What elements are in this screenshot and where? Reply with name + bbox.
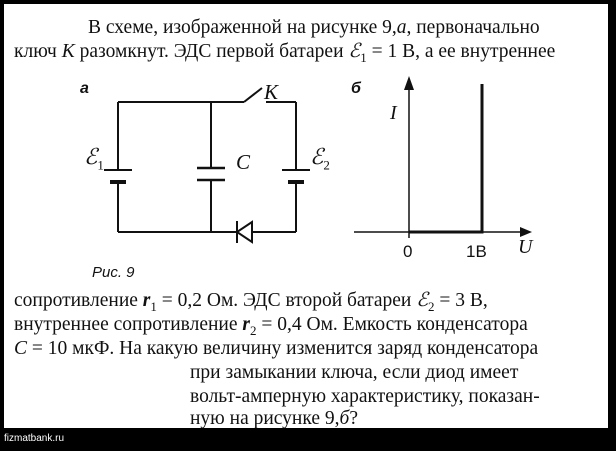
subscript: 1 (360, 49, 367, 65)
emf-symbol: ℰ (416, 290, 429, 311)
text-italic: а (396, 17, 407, 38)
text-segment: сопротивление (14, 290, 143, 311)
problem-text-line-3: сопротивление r1 = 0,2 Ом. ЭДС второй ба… (14, 290, 488, 318)
capacitor-label: C (236, 150, 251, 174)
tick-label-0: 0 (403, 242, 413, 261)
emf-symbol: ℰ (310, 144, 324, 169)
text-segment: = 0,2 Ом. ЭДС второй батареи (156, 290, 417, 311)
emf-symbol: ℰ (84, 144, 98, 169)
subscript: 2 (250, 322, 257, 338)
emf-2-label: ℰ2 (310, 144, 330, 173)
text-segment: ную на рисунке 9, (190, 408, 340, 428)
watermark: fizmatbank.ru (4, 433, 65, 444)
text-italic: C (14, 338, 28, 359)
problem-text-line-1: В схеме, изображенной на рисунке 9,а, пе… (88, 17, 540, 39)
text-segment: ? (349, 408, 358, 428)
text-italic: r (142, 290, 151, 311)
text-segment: = 1 В, а ее внутреннее (366, 41, 556, 62)
text-segment: разомкнут. ЭДС первой батареи (74, 41, 349, 62)
text-segment: В схеме, изображенной на рисунке 9, (88, 17, 397, 38)
axis-i-label: I (390, 102, 397, 124)
circuit-diagram (117, 87, 297, 233)
text-italic: б (339, 408, 350, 428)
textbook-page: В схеме, изображенной на рисунке 9,а, пе… (4, 4, 608, 428)
figure-b-label: б (351, 80, 361, 97)
iv-series-line (409, 84, 484, 234)
battery-2-symbol (282, 169, 310, 184)
u-axis-arrow (520, 227, 532, 237)
text-segment: = 0,4 Ом. Емкость конденсатора (256, 314, 528, 335)
text-italic: r (242, 314, 250, 335)
iv-characteristic-chart (354, 76, 532, 238)
text-segment: внутреннее сопротивление (14, 314, 243, 335)
text-italic: K (61, 41, 75, 62)
emf-symbol: ℰ (348, 41, 361, 62)
figure-a-label: а (80, 80, 89, 97)
text-segment: вольт-амперную характеристику, показан- (190, 386, 540, 407)
diode-symbol (235, 220, 253, 244)
battery-1-symbol (104, 169, 132, 184)
problem-text-line-4: внутреннее сопротивление r2 = 0,4 Ом. Ем… (14, 314, 528, 342)
text-segment: , первоначально (406, 17, 540, 38)
subscript: 1 (150, 298, 157, 314)
subscript: 2 (323, 157, 330, 173)
i-axis-arrow (404, 76, 414, 90)
problem-text-line-7: вольт-амперную характеристику, показан- (190, 386, 540, 408)
problem-text-line-8: ную на рисунке 9,б? (190, 408, 358, 428)
emf-1-label: ℰ1 (84, 144, 104, 173)
capacitor-symbol (197, 166, 225, 182)
axis-u-label: U (518, 236, 533, 258)
circuit-figure (104, 76, 532, 244)
text-segment: = 10 мкФ. На какую величину изменится за… (27, 338, 539, 359)
text-segment: = 3 В, (434, 290, 488, 311)
figure-caption: Рис. 9 (92, 264, 135, 281)
text-segment: при замыкании ключа, если диод имеет (190, 362, 519, 383)
problem-text-line-6: при замыкании ключа, если диод имеет (190, 362, 518, 384)
text-segment: ключ (14, 41, 62, 62)
tick-label-1b: 1B (466, 242, 487, 261)
subscript: 1 (97, 157, 104, 173)
key-label: K (264, 80, 279, 104)
subscript: 2 (428, 298, 435, 314)
problem-text-line-2: ключ K разомкнут. ЭДС первой батареи ℰ1 … (14, 41, 555, 69)
problem-text-line-5: C = 10 мкФ. На какую величину изменится … (14, 338, 538, 360)
